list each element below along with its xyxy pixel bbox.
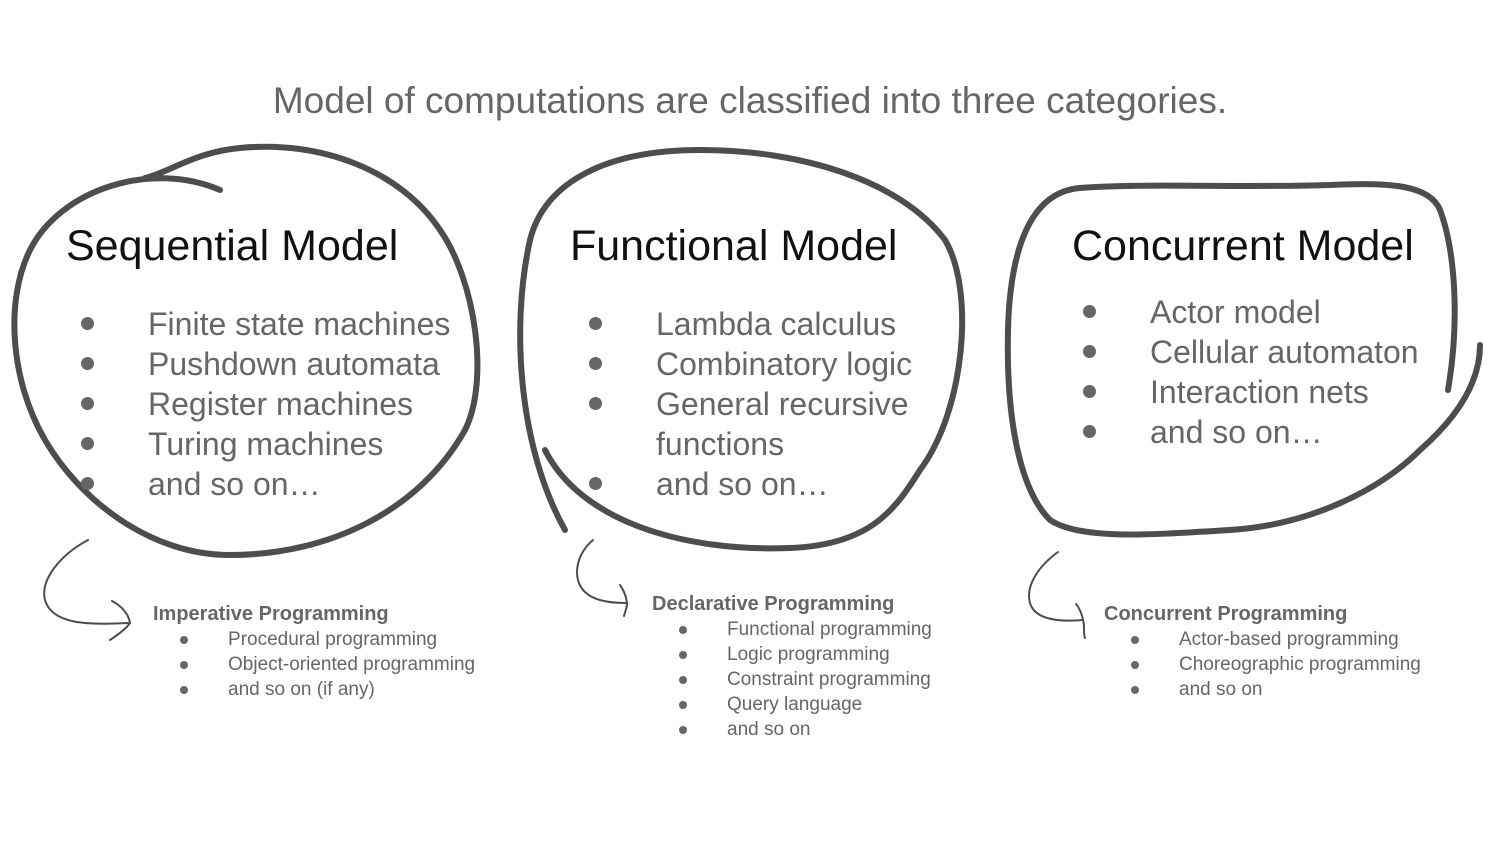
sequential-model-title: Sequential Model (66, 222, 399, 270)
list-item: Query language (652, 692, 932, 717)
list-item: and so on (if any) (153, 677, 475, 702)
slide-title: Model of computations are classified int… (272, 80, 1228, 121)
imperative-programming-block: Imperative Programming Procedural progra… (153, 602, 475, 702)
sequential-arrow (43, 539, 129, 625)
concurrent-programming-list: Actor-based programming Choreographic pr… (1104, 627, 1421, 702)
functional-arrow (576, 539, 627, 604)
list-item: Functional programming (652, 617, 932, 642)
concurrent-model-list: Actor model Cellular automaton Interacti… (1080, 292, 1419, 452)
list-item: Object-oriented programming (153, 652, 475, 677)
list-item: Register machines (78, 384, 450, 424)
list-item: Actor model (1080, 292, 1419, 332)
functional-arrow-head (619, 584, 628, 617)
concurrent-model-outline (1004, 181, 1483, 538)
list-item: Procedural programming (153, 627, 475, 652)
list-item: and so on… (1080, 412, 1419, 452)
list-item: and so on (1104, 677, 1421, 702)
sequential-model-list: Finite state machines Pushdown automata … (78, 304, 450, 504)
concurrent-arrow-head (1075, 603, 1086, 639)
sequential-arrow-head (109, 600, 131, 641)
list-item: Cellular automaton (1080, 332, 1419, 372)
list-item: Interaction nets (1080, 372, 1419, 412)
functional-model-title: Functional Model (570, 222, 898, 270)
sequential-model-outline (11, 143, 481, 558)
concurrent-arrow (1028, 551, 1084, 622)
list-item: Combinatory logic (586, 344, 926, 384)
functional-model-list: Lambda calculus Combinatory logic Genera… (586, 304, 926, 504)
list-item: and so on… (78, 464, 450, 504)
list-item: Logic programming (652, 642, 932, 667)
declarative-programming-block: Declarative Programming Functional progr… (652, 592, 932, 742)
list-item: Constraint programming (652, 667, 932, 692)
declarative-programming-title: Declarative Programming (652, 593, 895, 615)
concurrent-model-title: Concurrent Model (1072, 222, 1414, 270)
list-item: Finite state machines (78, 304, 450, 344)
list-item: General recursive functions (586, 384, 926, 464)
list-item: and so on (652, 717, 932, 742)
declarative-programming-list: Functional programming Logic programming… (652, 617, 932, 742)
list-item: Pushdown automata (78, 344, 450, 384)
list-item: and so on… (586, 464, 926, 504)
list-item: Lambda calculus (586, 304, 926, 344)
list-item: Actor-based programming (1104, 627, 1421, 652)
list-item: Turing machines (78, 424, 450, 464)
concurrent-programming-block: Concurrent Programming Actor-based progr… (1104, 602, 1421, 702)
list-item: Choreographic programming (1104, 652, 1421, 677)
imperative-programming-title: Imperative Programming (153, 603, 389, 625)
concurrent-programming-title: Concurrent Programming (1104, 603, 1348, 625)
imperative-programming-list: Procedural programming Object-oriented p… (153, 627, 475, 702)
functional-model-outline (517, 147, 966, 552)
